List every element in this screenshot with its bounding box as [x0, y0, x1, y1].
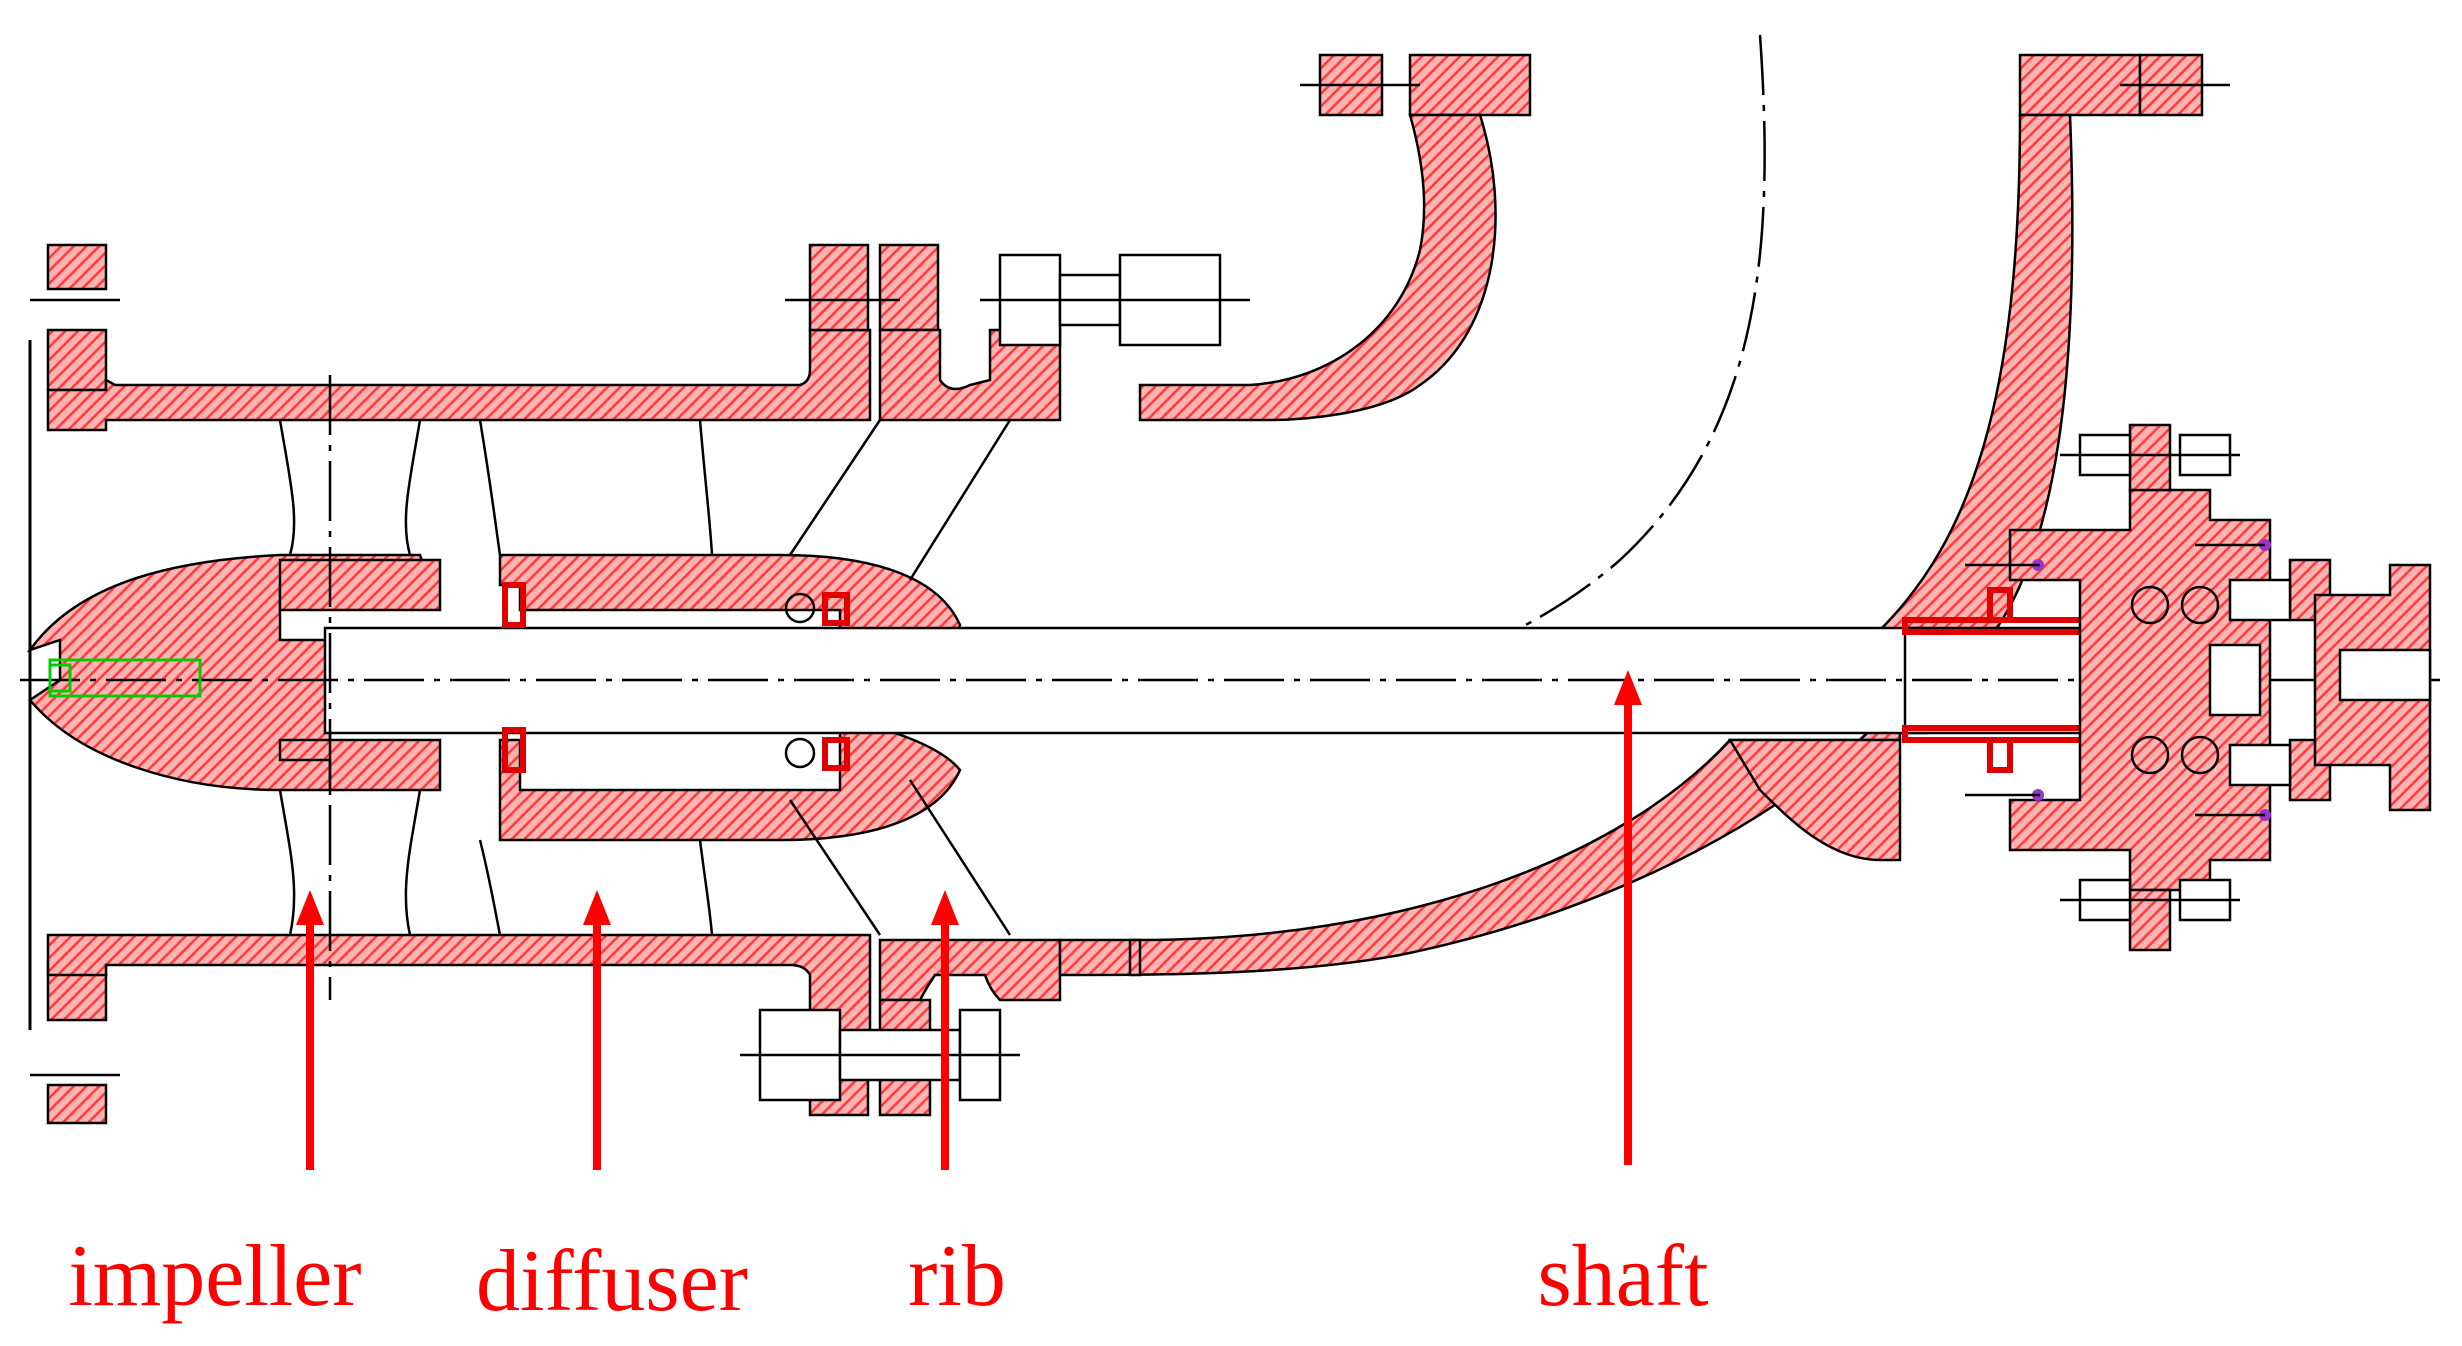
label-rib: rib: [908, 1228, 1006, 1325]
green-key: [48, 658, 202, 698]
arrow-diffuser: [583, 890, 611, 1170]
label-diffuser: diffuser: [476, 1233, 748, 1330]
label-shaft: shaft: [1537, 1228, 1708, 1325]
arrow-shaft: [1614, 670, 1642, 1165]
lower-casing: [46, 933, 1062, 1117]
bolt-lower: [740, 1008, 1020, 1102]
bearing-housing: [1965, 423, 2432, 952]
label-impeller: impeller: [68, 1228, 361, 1325]
arrow-rib: [931, 890, 959, 1170]
bolt-upper: [980, 253, 1250, 347]
blade-outlines: [278, 419, 1012, 936]
arrow-impeller: [296, 890, 324, 1170]
shaft-body: [20, 375, 2440, 1000]
label-arrows: [296, 670, 1642, 1170]
upper-casing: [46, 243, 1062, 432]
